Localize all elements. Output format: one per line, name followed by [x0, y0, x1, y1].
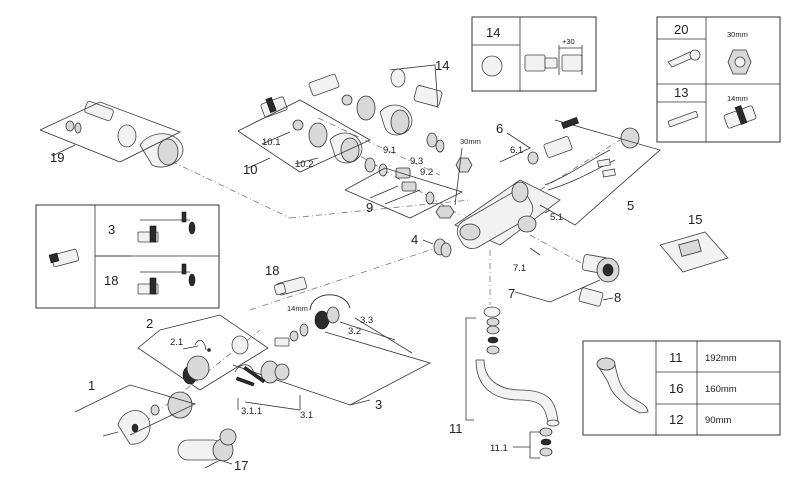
thermostat-body [454, 149, 616, 249]
part-4-nut [422, 238, 452, 258]
label-9: 9 [366, 200, 373, 215]
box-row-3-number: 3 [108, 222, 115, 237]
tool-20-number: 20 [674, 22, 688, 37]
label-2: 2 [146, 316, 153, 331]
part-17-knob [177, 428, 237, 469]
label-5-1: 5.1 [550, 212, 563, 223]
label-10: 10 [243, 162, 257, 177]
label-3-2: 3.2 [348, 326, 361, 337]
box-spout-table: 11 192mm 16 160mm 12 90mm [582, 340, 781, 436]
label-7-1: 7.1 [513, 263, 526, 274]
label-14: 14 [435, 58, 449, 73]
box-14-dimension: +30 [562, 37, 575, 46]
label-14mm: 14mm [287, 304, 308, 313]
part-5-6-fittings [499, 117, 661, 226]
label-3-1-1: 3.1.1 [241, 406, 262, 417]
box-tools-20-13: 20 30mm 13 14mm [656, 16, 781, 143]
spout-row-1-number: 11 [669, 350, 683, 365]
label-3-3: 3.3 [360, 315, 373, 326]
label-6: 6 [496, 121, 503, 136]
part-15-remote [659, 231, 729, 273]
label-15: 15 [688, 212, 702, 227]
label-17: 17 [234, 458, 248, 473]
label-7: 7 [508, 286, 515, 301]
part-9-group [344, 132, 473, 219]
label-8: 8 [614, 290, 621, 305]
label-4: 4 [411, 232, 418, 247]
label-2-1: 2.1 [170, 337, 183, 348]
part-18-cartridge [273, 276, 308, 296]
label-9-1: 9.1 [383, 145, 396, 156]
label-5: 5 [627, 198, 634, 213]
part-7-8-handle [514, 247, 620, 307]
label-18: 18 [265, 263, 279, 278]
label-10-1: 10.1 [262, 137, 281, 148]
part-1-handle [74, 384, 197, 445]
callout-labels: 19 10 10.1 10.2 14 9.1 9.3 9.2 9 30mm 6 … [50, 58, 702, 473]
part-3-1-lever [234, 360, 301, 411]
box-part-14: 14 +30 [471, 16, 597, 92]
tool-13-size: 14mm [727, 94, 748, 103]
part-10-cartridge-group [237, 96, 371, 173]
label-3: 3 [375, 397, 382, 412]
spout-row-2-length: 160mm [705, 384, 737, 395]
spout-row-1-length: 192mm [705, 353, 737, 364]
spout-row-3-number: 12 [669, 412, 683, 427]
spout-row-2-number: 16 [669, 381, 683, 396]
label-30mm: 30mm [460, 137, 481, 146]
box-row-18-number: 18 [104, 273, 118, 288]
label-10-2: 10.2 [295, 159, 314, 170]
label-11: 11 [449, 421, 463, 436]
tool-13-number: 13 [674, 85, 688, 100]
part-19-handle [39, 101, 184, 168]
label-9-3: 9.3 [410, 156, 423, 167]
part-3-group [232, 294, 432, 406]
label-11-1: 11.1 [490, 443, 508, 454]
tool-20-size: 30mm [727, 30, 748, 39]
part-2-group [137, 314, 269, 391]
label-1: 1 [88, 378, 95, 393]
label-9-2: 9.2 [420, 167, 433, 178]
box-parts-3-18: 3 18 [35, 204, 220, 309]
label-6-1: 6.1 [510, 145, 523, 156]
label-3-1: 3.1 [300, 410, 313, 421]
part-11-spout [465, 306, 560, 459]
box-14-number: 14 [486, 25, 500, 40]
spout-row-3-length: 90mm [705, 415, 731, 426]
part-14-group [308, 64, 443, 136]
label-19: 19 [50, 150, 64, 165]
